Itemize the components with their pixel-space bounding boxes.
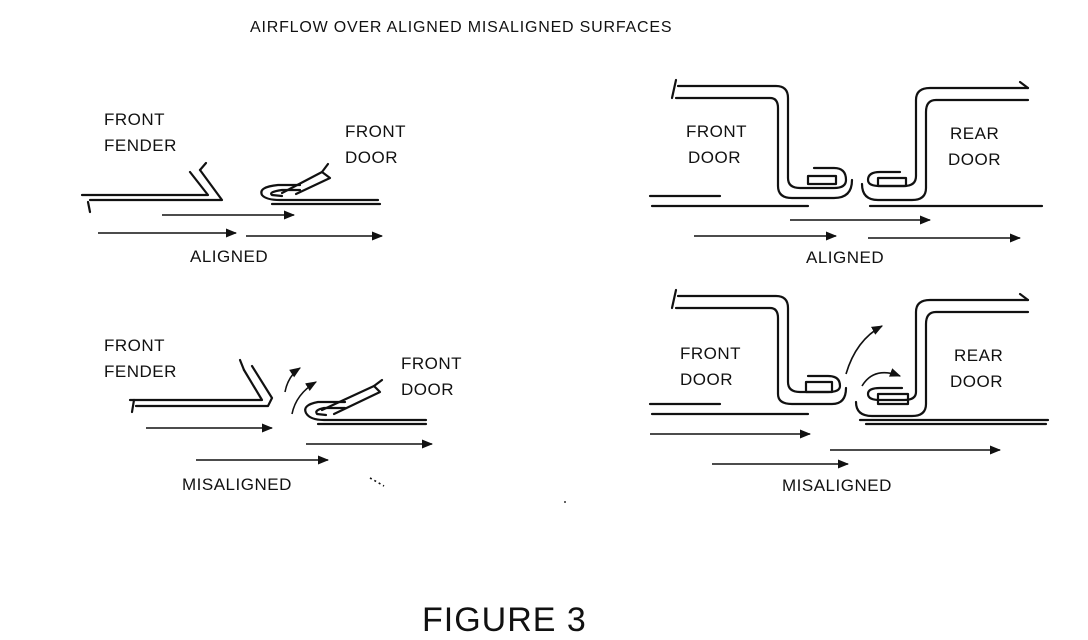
label-front-door-line2: DOOR bbox=[345, 148, 398, 167]
front-door-panel bbox=[648, 288, 848, 416]
label-rear-door-line1: REAR bbox=[950, 124, 1000, 143]
caption-aligned: ALIGNED bbox=[806, 248, 885, 267]
scan-speck bbox=[369, 477, 385, 487]
turbulence-arrow bbox=[861, 368, 902, 387]
label-front-fender-line1: FRONT bbox=[104, 110, 166, 129]
label-rear-door-line2: DOOR bbox=[950, 372, 1003, 391]
scan-speck bbox=[564, 501, 566, 503]
caption-misaligned: MISALIGNED bbox=[782, 476, 892, 495]
panel-top-right-aligned bbox=[648, 78, 1044, 243]
caption-aligned: ALIGNED bbox=[190, 247, 269, 266]
turbulence-arrow bbox=[845, 325, 883, 375]
turbulence-arrow bbox=[291, 381, 317, 415]
label-front-door-line1: FRONT bbox=[345, 122, 407, 141]
label-front-door-line1: FRONT bbox=[686, 122, 748, 141]
label-front-door-line2: DOOR bbox=[680, 370, 733, 389]
turbulence-arrow bbox=[284, 367, 301, 393]
front-fender-panel bbox=[80, 161, 224, 214]
label-front-door-line1: FRONT bbox=[680, 344, 742, 363]
rear-door-panel bbox=[854, 292, 1050, 426]
label-rear-door-line1: REAR bbox=[954, 346, 1004, 365]
rear-door-panel bbox=[860, 80, 1044, 208]
panel-top-left-aligned bbox=[80, 161, 384, 241]
front-door-panel bbox=[648, 78, 854, 208]
figure-caption: FIGURE 3 bbox=[422, 601, 587, 639]
diagram-title: AIRFLOW OVER ALIGNED MISALIGNED SURFACES bbox=[250, 19, 673, 36]
panel-bottom-left-misaligned bbox=[128, 358, 434, 465]
front-door-panel bbox=[260, 162, 382, 206]
label-rear-door-line2: DOOR bbox=[948, 150, 1001, 169]
label-front-fender-line2: FENDER bbox=[104, 362, 177, 381]
front-fender-panel bbox=[128, 358, 274, 414]
panel-bottom-right-misaligned bbox=[648, 288, 1050, 469]
label-front-door-line1: FRONT bbox=[401, 354, 463, 373]
label-front-fender-line1: FRONT bbox=[104, 336, 166, 355]
label-front-door-line2: DOOR bbox=[688, 148, 741, 167]
caption-misaligned: MISALIGNED bbox=[182, 475, 292, 494]
label-front-fender-line2: FENDER bbox=[104, 136, 177, 155]
front-door-panel bbox=[304, 378, 428, 426]
label-front-door-line2: DOOR bbox=[401, 380, 454, 399]
